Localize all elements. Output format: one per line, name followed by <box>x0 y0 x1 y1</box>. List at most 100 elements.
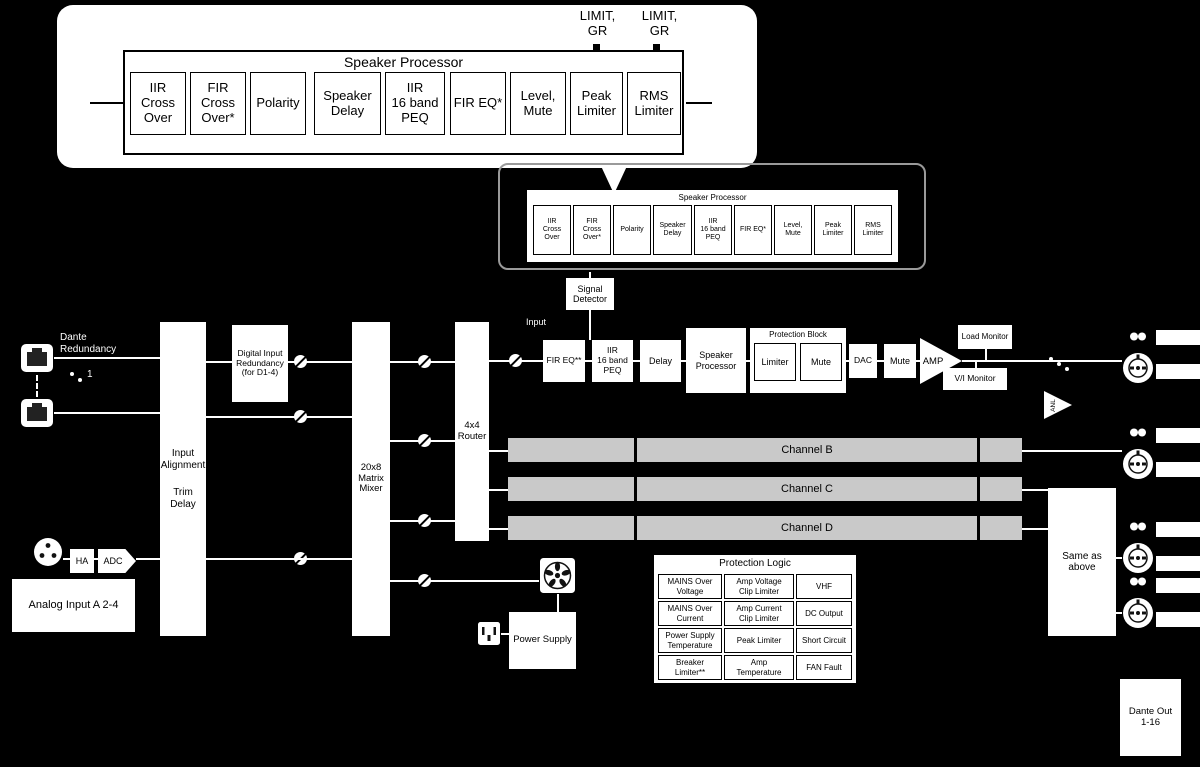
callout-block-level-mute: Level, Mute <box>510 72 566 135</box>
signal-detector-block: Signal Detector <box>566 278 614 310</box>
channel-d-bar-right <box>980 516 1022 540</box>
wire-router-to-channel-d <box>489 528 508 530</box>
binding-post-icon <box>1130 522 1146 531</box>
signal-node-icon <box>418 514 431 527</box>
channel-d-bar-left <box>508 516 634 540</box>
mini-block-level-mute: Level, Mute <box>774 205 812 255</box>
mini-block-fir-crossover: FIR Cross Over* <box>573 205 611 255</box>
callout-block-rms-limiter: RMS Limiter <box>627 72 681 135</box>
load-monitor-block: Load Monitor <box>958 325 1012 349</box>
channel-c-bar: Channel C <box>637 477 977 501</box>
callout-block-speaker-delay: Speaker Delay <box>314 72 381 135</box>
power-supply-block: Power Supply <box>509 612 576 669</box>
callout-title: Speaker Processor <box>343 54 464 70</box>
limit-gr-label-2: LIMIT, GR <box>641 8 678 38</box>
vi-monitor-block: V/I Monitor <box>943 368 1007 390</box>
wire-amp-to-output <box>962 360 1122 362</box>
protection-block-title: Protection Block <box>769 330 827 339</box>
speakon-connector-icon <box>1123 543 1153 573</box>
speaker-processor-block: Speaker Processor <box>686 328 746 393</box>
amp-label: AMP <box>922 355 944 367</box>
repeat-dot <box>1057 362 1061 366</box>
limit-gr-label-1: LIMIT, GR <box>579 8 616 38</box>
wire <box>1116 612 1122 614</box>
callout-block-iir-crossover: IIR Cross Over <box>130 72 186 135</box>
signal-node-icon <box>418 434 431 447</box>
mini-block-speaker-delay: Speaker Delay <box>653 205 692 255</box>
protection-cell: FAN Fault <box>796 655 852 680</box>
wire <box>1116 557 1122 559</box>
wire-dante1-to-alignment <box>54 357 160 359</box>
delay-block: Delay <box>640 340 681 382</box>
wire-to-vi-monitor <box>975 361 977 369</box>
protection-cell: Amp Current Clip Limiter <box>724 601 794 626</box>
protection-logic-title: Protection Logic <box>719 558 791 569</box>
router-block: 4x4 Router <box>455 322 489 541</box>
terminal-bar <box>1156 330 1200 345</box>
channel-b-bar-left <box>508 438 634 462</box>
speakon-connector-icon <box>1123 353 1153 383</box>
adc-block: ADC <box>98 549 136 573</box>
binding-post-icon <box>1130 577 1146 586</box>
iir-peq-block: IIR 16 band PEQ <box>592 340 633 382</box>
bus-count-label: 1 <box>87 369 93 380</box>
wire-channel-c-out <box>1022 489 1048 491</box>
wire-fan-to-psu <box>557 594 559 612</box>
mini-block-fir-eq: FIR EQ* <box>734 205 772 255</box>
ha-block: HA <box>70 549 94 573</box>
digital-input-redundancy-block: Digital Input Redundancy (for D1-4) <box>232 325 288 402</box>
wire-alignment-to-redundancy <box>206 361 232 363</box>
mini-processor-title: Speaker Processor <box>678 193 747 202</box>
input-alignment-block: Input Alignment Trim Delay <box>160 322 206 636</box>
mini-block-polarity: Polarity <box>613 205 651 255</box>
wire-matrix-to-fan <box>390 580 539 582</box>
repeat-dot <box>1049 357 1053 361</box>
wire-alignment-to-matrix <box>206 416 352 418</box>
dante-out-block: Dante Out 1-16 <box>1120 679 1181 756</box>
wire-channel-b-out <box>1022 450 1122 452</box>
wire <box>746 360 750 362</box>
protection-cell: DC Output <box>796 601 852 626</box>
mini-block-iir-crossover: IIR Cross Over <box>533 205 571 255</box>
wire <box>916 360 922 362</box>
input-label: Input <box>526 317 547 327</box>
repeat-dot <box>1065 367 1069 371</box>
ethercon-connector-icon <box>21 344 53 372</box>
wire <box>877 360 884 362</box>
limit-tap-square-2 <box>653 44 660 51</box>
protection-cell: Power Supply Temperature <box>658 628 722 653</box>
wire-router-to-channel-c <box>489 489 508 491</box>
wire <box>681 360 686 362</box>
wire <box>633 360 640 362</box>
terminal-bar <box>1156 522 1200 537</box>
wire-detector-to-main <box>589 310 591 340</box>
binding-post-icon <box>1130 332 1146 341</box>
mini-block-peak-limiter: Peak Limiter <box>814 205 852 255</box>
mini-block-iir-peq: IIR 16 band PEQ <box>694 205 732 255</box>
terminal-bar <box>1156 428 1200 443</box>
wire-redundancy-to-matrix <box>288 361 352 363</box>
anl-amplifier-triangle-icon: ANL <box>1044 391 1072 419</box>
fan-icon <box>539 557 576 594</box>
protection-cell: VHF <box>796 574 852 599</box>
channel-b-bar-right <box>980 438 1022 462</box>
protection-cell: Short Circuit <box>796 628 852 653</box>
callout-lead-line-left <box>90 102 123 104</box>
protection-cell: Peak Limiter <box>724 628 794 653</box>
callout-block-fir-eq: FIR EQ* <box>450 72 506 135</box>
limit-tap-square-1 <box>593 44 600 51</box>
input-alignment-label: Input Alignment <box>160 448 206 471</box>
xlr-connector-icon <box>34 538 62 566</box>
callout-block-fir-crossover: FIR Cross Over* <box>190 72 246 135</box>
signal-node-icon <box>418 355 431 368</box>
channel-c-bar-left <box>508 477 634 501</box>
speakon-connector-icon <box>1123 598 1153 628</box>
wire <box>846 360 849 362</box>
trim-delay-label: Trim Delay <box>170 487 196 510</box>
dante-redundancy-label: Dante Redundancy <box>60 332 117 355</box>
binding-post-icon <box>1130 428 1146 437</box>
analog-input-block: Analog Input A 2-4 <box>12 579 135 632</box>
protection-cell: Breaker Limiter** <box>658 655 722 680</box>
mute-block-inner: Mute <box>800 343 842 381</box>
